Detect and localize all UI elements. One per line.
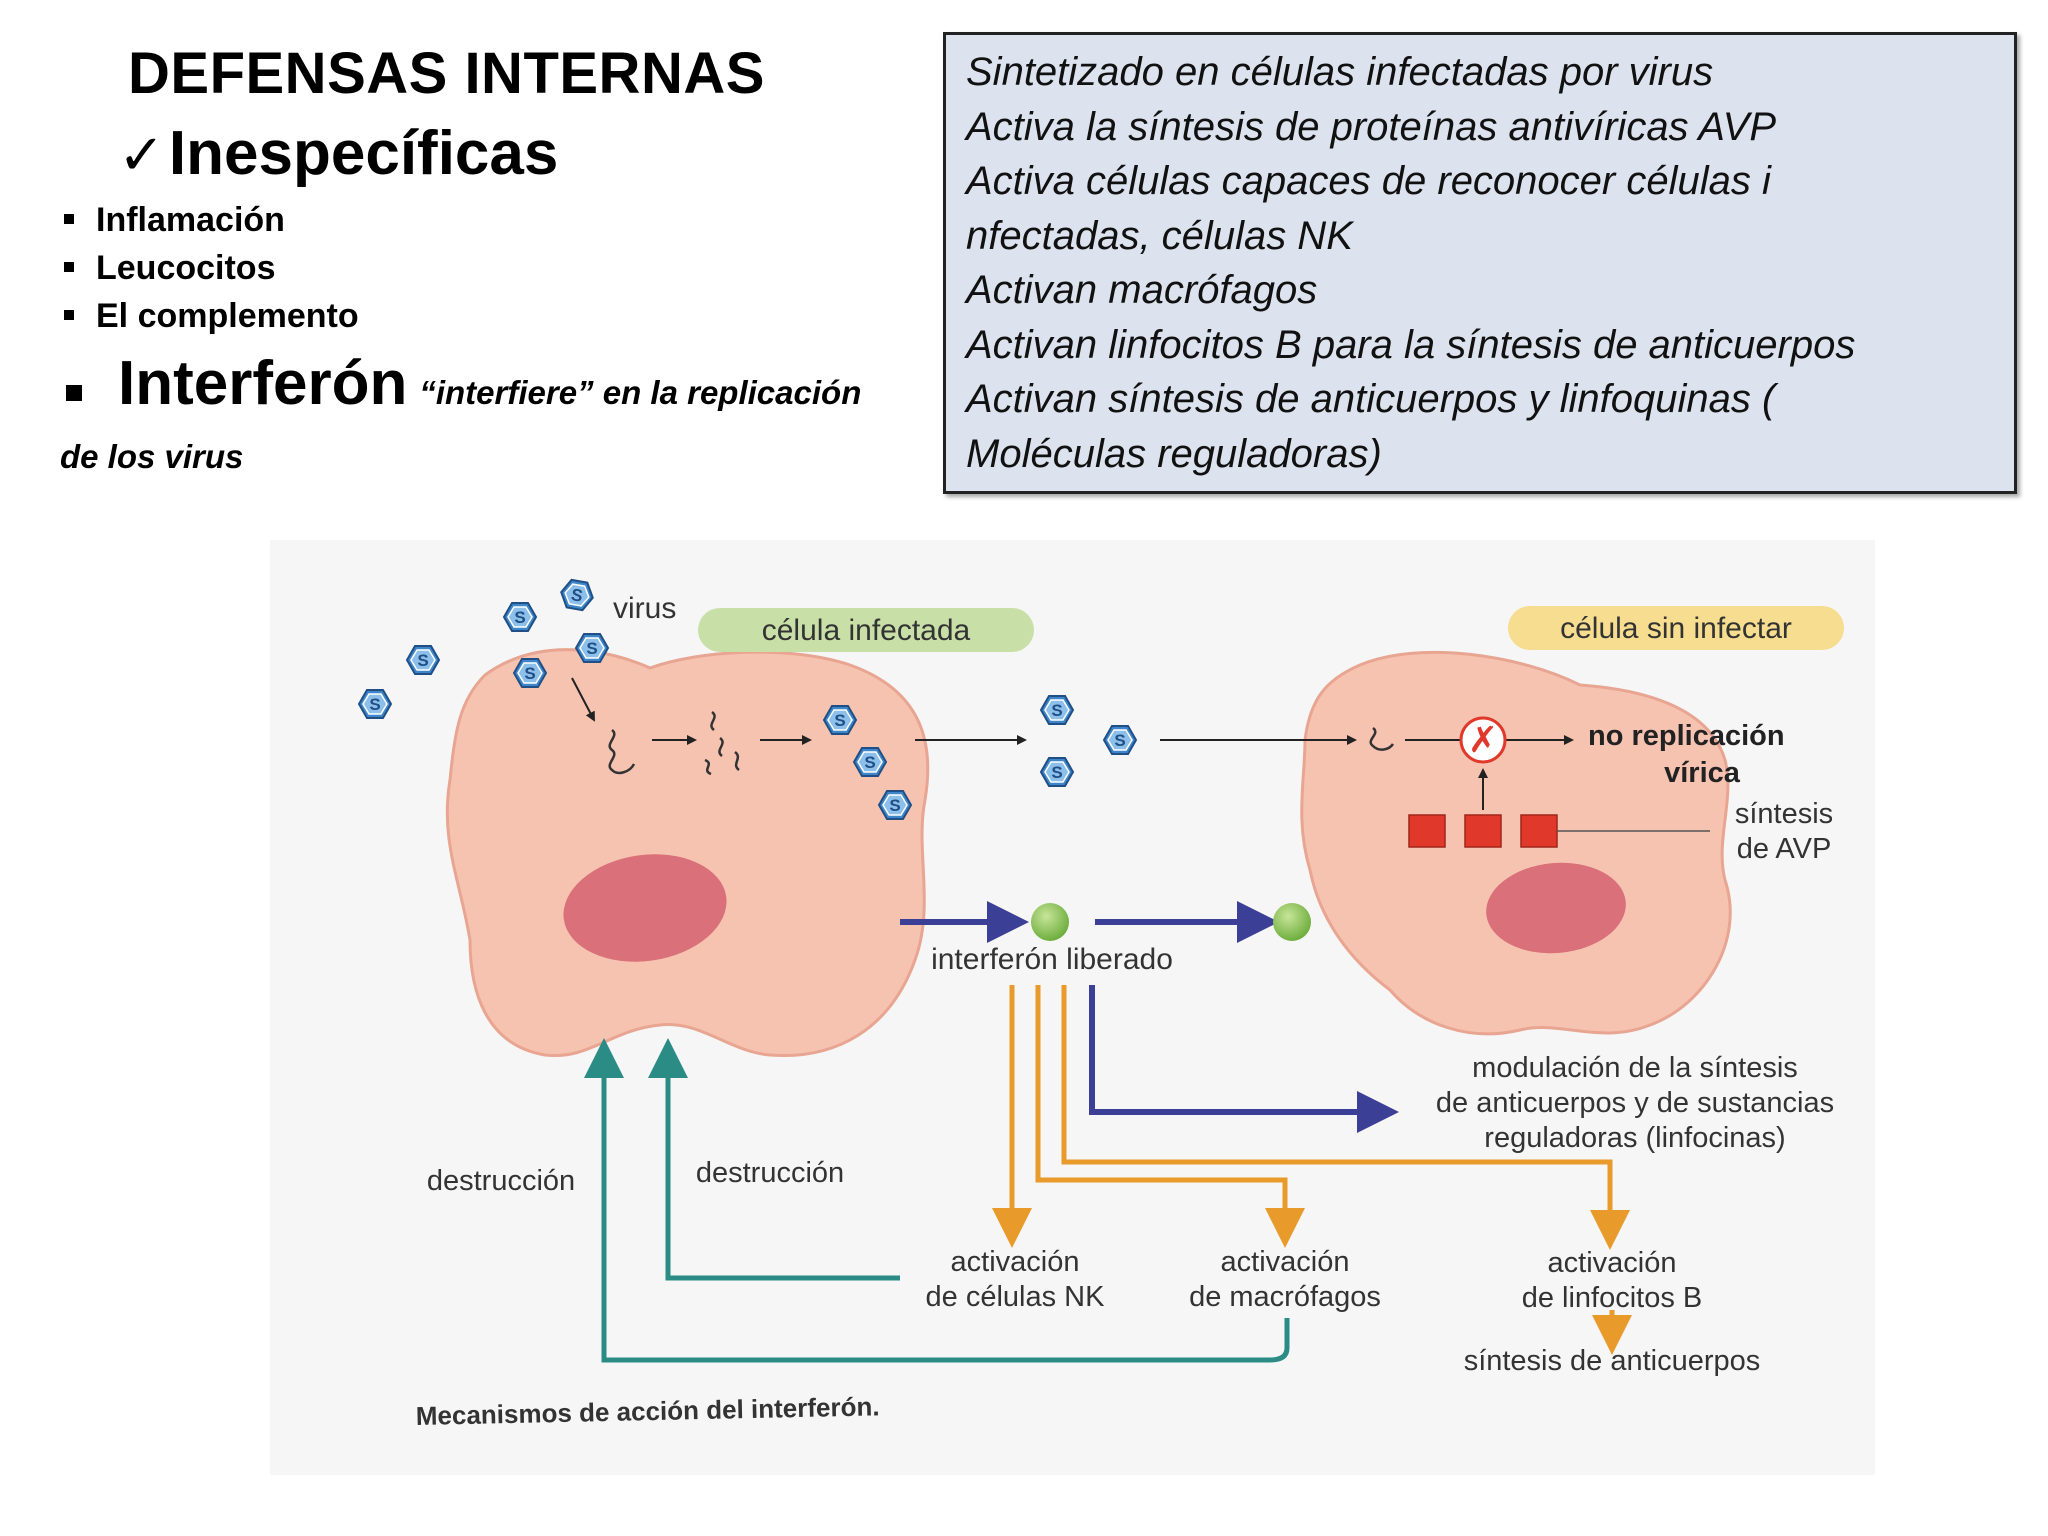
infected-cell-label: célula infectada [762,614,971,647]
info-line: Sintetizado en células infectadas por vi… [966,50,1714,94]
interferon-label: Interferón [118,349,408,418]
interferon-bullet: Interferón “interfiere” en la replicación [60,348,861,419]
virus-icon [823,705,857,735]
modulation-line1: modulación de la síntesis [1472,1052,1798,1084]
viral-rna-icon [1369,727,1395,751]
bullet-square-icon [64,214,74,225]
info-line: Activan linfocitos B para la síntesis de… [966,322,1856,367]
virus-icon [513,658,547,688]
lymphocyte-activation-arrow [1061,985,1630,1250]
info-line: Moléculas reguladoras) [966,431,1382,476]
bullet-label: Inflamación [96,201,285,239]
block-x-icon: ✗ [1468,719,1498,760]
avp-label-line2: de AVP [1737,833,1832,865]
subtitle: ✓Inespecíficas [118,118,558,189]
uninfected-cell-label-pill [1508,606,1844,650]
bullet-list: Inflamación Leucocitos El complemento [60,196,359,340]
subtitle-label: Inespecíficas [168,119,559,188]
virus-icon [1103,725,1137,755]
replicated-rna-icon [704,711,740,776]
virus-label: virus [613,592,676,625]
interferon-note-continued: de los virus [60,438,244,475]
virus-icon [406,645,440,675]
uninfected-cell [1300,650,1732,1036]
nk-label-line1: activación [951,1246,1080,1278]
infected-cell [445,648,930,1058]
info-line: Activan macrófagos [966,268,1318,312]
info-line: Activan síntesis de anticuerpos y linfoq… [966,377,1776,421]
destruction-right-label: destrucción [696,1157,844,1189]
bullet-label: Leucocitos [96,249,276,287]
bullet-square-icon [64,310,74,321]
virus-icon [878,790,912,820]
avp-label-line1: síntesis [1735,798,1833,830]
interferon-molecule [1031,903,1069,941]
modulation-line3: reguladoras (linfocinas) [1484,1122,1785,1154]
destruction-left-label: destrucción [427,1165,575,1197]
interferon-note: “interfiere” en la replicación [419,374,862,411]
virus-icon [1040,695,1074,725]
uninfected-cell-label: célula sin infectar [1560,612,1792,645]
check-icon: ✓ [118,123,165,186]
modulation-line2: de anticuerpos y de sustancias [1436,1087,1834,1119]
block-circle [1459,716,1507,764]
nk-destruction-arrow [648,1038,900,1281]
virus-icon [575,633,609,663]
avp-protein [1408,814,1446,848]
avp-protein [1464,814,1502,848]
macrophage-destruction-arrow [584,1038,1290,1363]
bullet-item: El complemento [60,292,359,340]
info-line: Activa la síntesis de proteínas antivíri… [966,104,1777,149]
info-line: Activa células capaces de reconocer célu… [966,159,1771,203]
uninfected-cell-nucleus [1486,862,1626,954]
virus-icon [853,747,887,777]
virus-icon [557,577,597,613]
bullet-item: Leucocitos [60,244,359,292]
info-line: nfectadas, células NK [966,213,1353,258]
interferon-released-label: interferón liberado [931,943,1173,976]
macrophage-label-line2: de macrófagos [1189,1281,1381,1313]
macrophage-activation-arrow [1035,985,1305,1248]
virus-icon [503,602,537,632]
no-replication-line2: vírica [1664,757,1741,789]
page-title: DEFENSAS INTERNAS [128,41,765,106]
no-replication-line1: no replicación [1588,720,1785,752]
bullet-square-icon [64,262,74,273]
avp-protein [1520,814,1558,848]
figure-caption: Mecanismos de acción del interferón. [415,1391,879,1431]
virus-icon [1040,757,1074,787]
info-box: Sintetizado en células infectadas por vi… [943,32,2017,494]
nk-label-line2: de células NK [926,1281,1106,1313]
lymphocyte-label-line1: activación [1548,1247,1677,1279]
bullet-item: Inflamación [60,196,359,244]
entry-arrow [571,677,595,722]
virus-icon [358,689,392,719]
modulation-arrow [1089,985,1399,1133]
viral-rna-icon [608,729,636,775]
bullet-square-icon [66,384,82,401]
interferon-molecule [1273,903,1311,941]
infected-cell-nucleus [563,854,727,962]
macrophage-label-line1: activación [1221,1246,1350,1278]
bullet-label: El complemento [96,297,359,335]
infected-cell-label-pill [698,608,1034,652]
lymphocyte-label-line2: de linfocitos B [1522,1282,1703,1314]
antibody-synthesis-label: síntesis de anticuerpos [1464,1345,1761,1377]
